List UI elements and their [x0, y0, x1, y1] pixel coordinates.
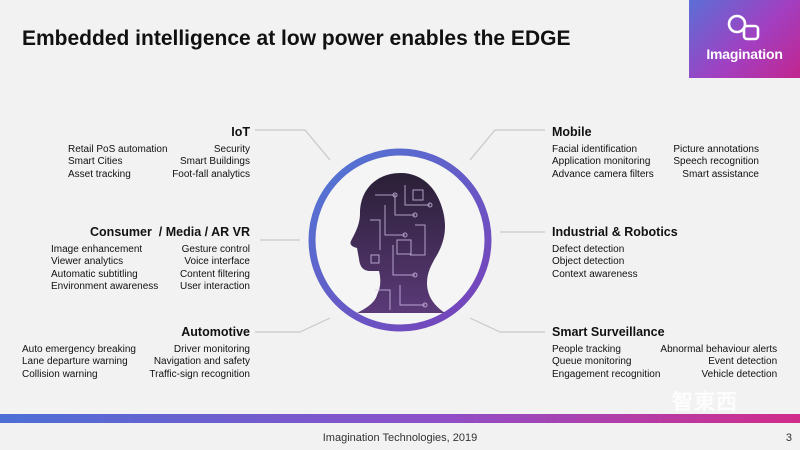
- list-item: Auto emergency breaking: [22, 344, 136, 355]
- list-item: Image enhancement: [51, 244, 143, 255]
- list-item: Automatic subtitling: [51, 268, 138, 280]
- list-item: People tracking: [552, 344, 621, 355]
- segment-automotive: Automotive Auto emergency breaking Lane …: [22, 325, 250, 381]
- list-item: Engagement recognition: [552, 368, 661, 380]
- head-silhouette: [350, 173, 445, 313]
- footer-gradient-bar: [0, 414, 800, 423]
- list-item: Smart Cities: [68, 156, 123, 168]
- segment-heading: IoT: [231, 125, 250, 139]
- segment-heading: Consumer / Media / AR VR: [90, 225, 250, 239]
- segment-heading: Mobile: [552, 125, 592, 139]
- footer-text: Imagination Technologies, 2019: [322, 432, 478, 444]
- list-item: Facial identification: [552, 144, 638, 155]
- list-item: Smart Buildings: [179, 156, 250, 168]
- list-item: Environment awareness: [51, 280, 159, 292]
- ai-head-graphic: [308, 148, 492, 332]
- segment-heading: Smart Surveillance: [552, 325, 665, 339]
- list-item: Navigation and safety: [153, 356, 250, 368]
- segment-heading: Industrial & Robotics: [552, 225, 678, 239]
- segment-surveillance: Smart Surveillance People tracking Queue…: [552, 325, 777, 381]
- list-item: Traffic-sign recognition: [149, 368, 250, 380]
- page-number: 3: [785, 432, 792, 444]
- watermark: 智東西: [672, 391, 738, 414]
- segment-mobile: Mobile Facial identification Application…: [552, 125, 759, 181]
- segment-heading: Automotive: [181, 325, 250, 339]
- list-item: Application monitoring: [552, 156, 651, 168]
- logo-text: Imagination: [706, 46, 783, 62]
- slide-title: Embedded intelligence at low power enabl…: [22, 27, 571, 50]
- list-item: Viewer analytics: [51, 256, 124, 268]
- list-item: Content filtering: [179, 268, 250, 280]
- list-item: User interaction: [179, 280, 250, 292]
- list-item: Smart assistance: [682, 168, 759, 180]
- list-item: Abnormal behaviour alerts: [660, 344, 778, 355]
- list-item: Defect detection: [552, 244, 625, 255]
- list-item: Security: [213, 144, 250, 155]
- list-item: Vehicle detection: [701, 368, 778, 380]
- list-item: Asset tracking: [68, 168, 131, 180]
- list-item: Queue monitoring: [552, 356, 632, 368]
- imagination-logo-icon: [727, 14, 760, 41]
- list-item: Driver monitoring: [173, 344, 250, 355]
- list-item: Event detection: [708, 356, 778, 368]
- list-item: Foot-fall analytics: [172, 168, 250, 180]
- list-item: Context awareness: [552, 268, 638, 280]
- list-item: Object detection: [552, 256, 625, 268]
- list-item: Voice interface: [184, 256, 250, 268]
- segment-industrial: Industrial & Robotics Defect detection O…: [552, 225, 759, 281]
- list-item: Picture annotations: [673, 144, 759, 155]
- list-item: Retail PoS automation: [68, 144, 168, 155]
- segment-consumer: Consumer / Media / AR VR Image enhanceme…: [51, 225, 250, 293]
- segment-iot: IoT Retail PoS automation Smart Cities A…: [68, 125, 250, 181]
- list-item: Speech recognition: [673, 156, 759, 168]
- list-item: Lane departure warning: [22, 356, 128, 368]
- list-item: Collision warning: [22, 368, 98, 380]
- imagination-logo: Imagination: [689, 0, 800, 78]
- list-item: Gesture control: [181, 244, 250, 255]
- list-item: Advance camera filters: [552, 168, 654, 180]
- circuit-pattern: [370, 185, 433, 310]
